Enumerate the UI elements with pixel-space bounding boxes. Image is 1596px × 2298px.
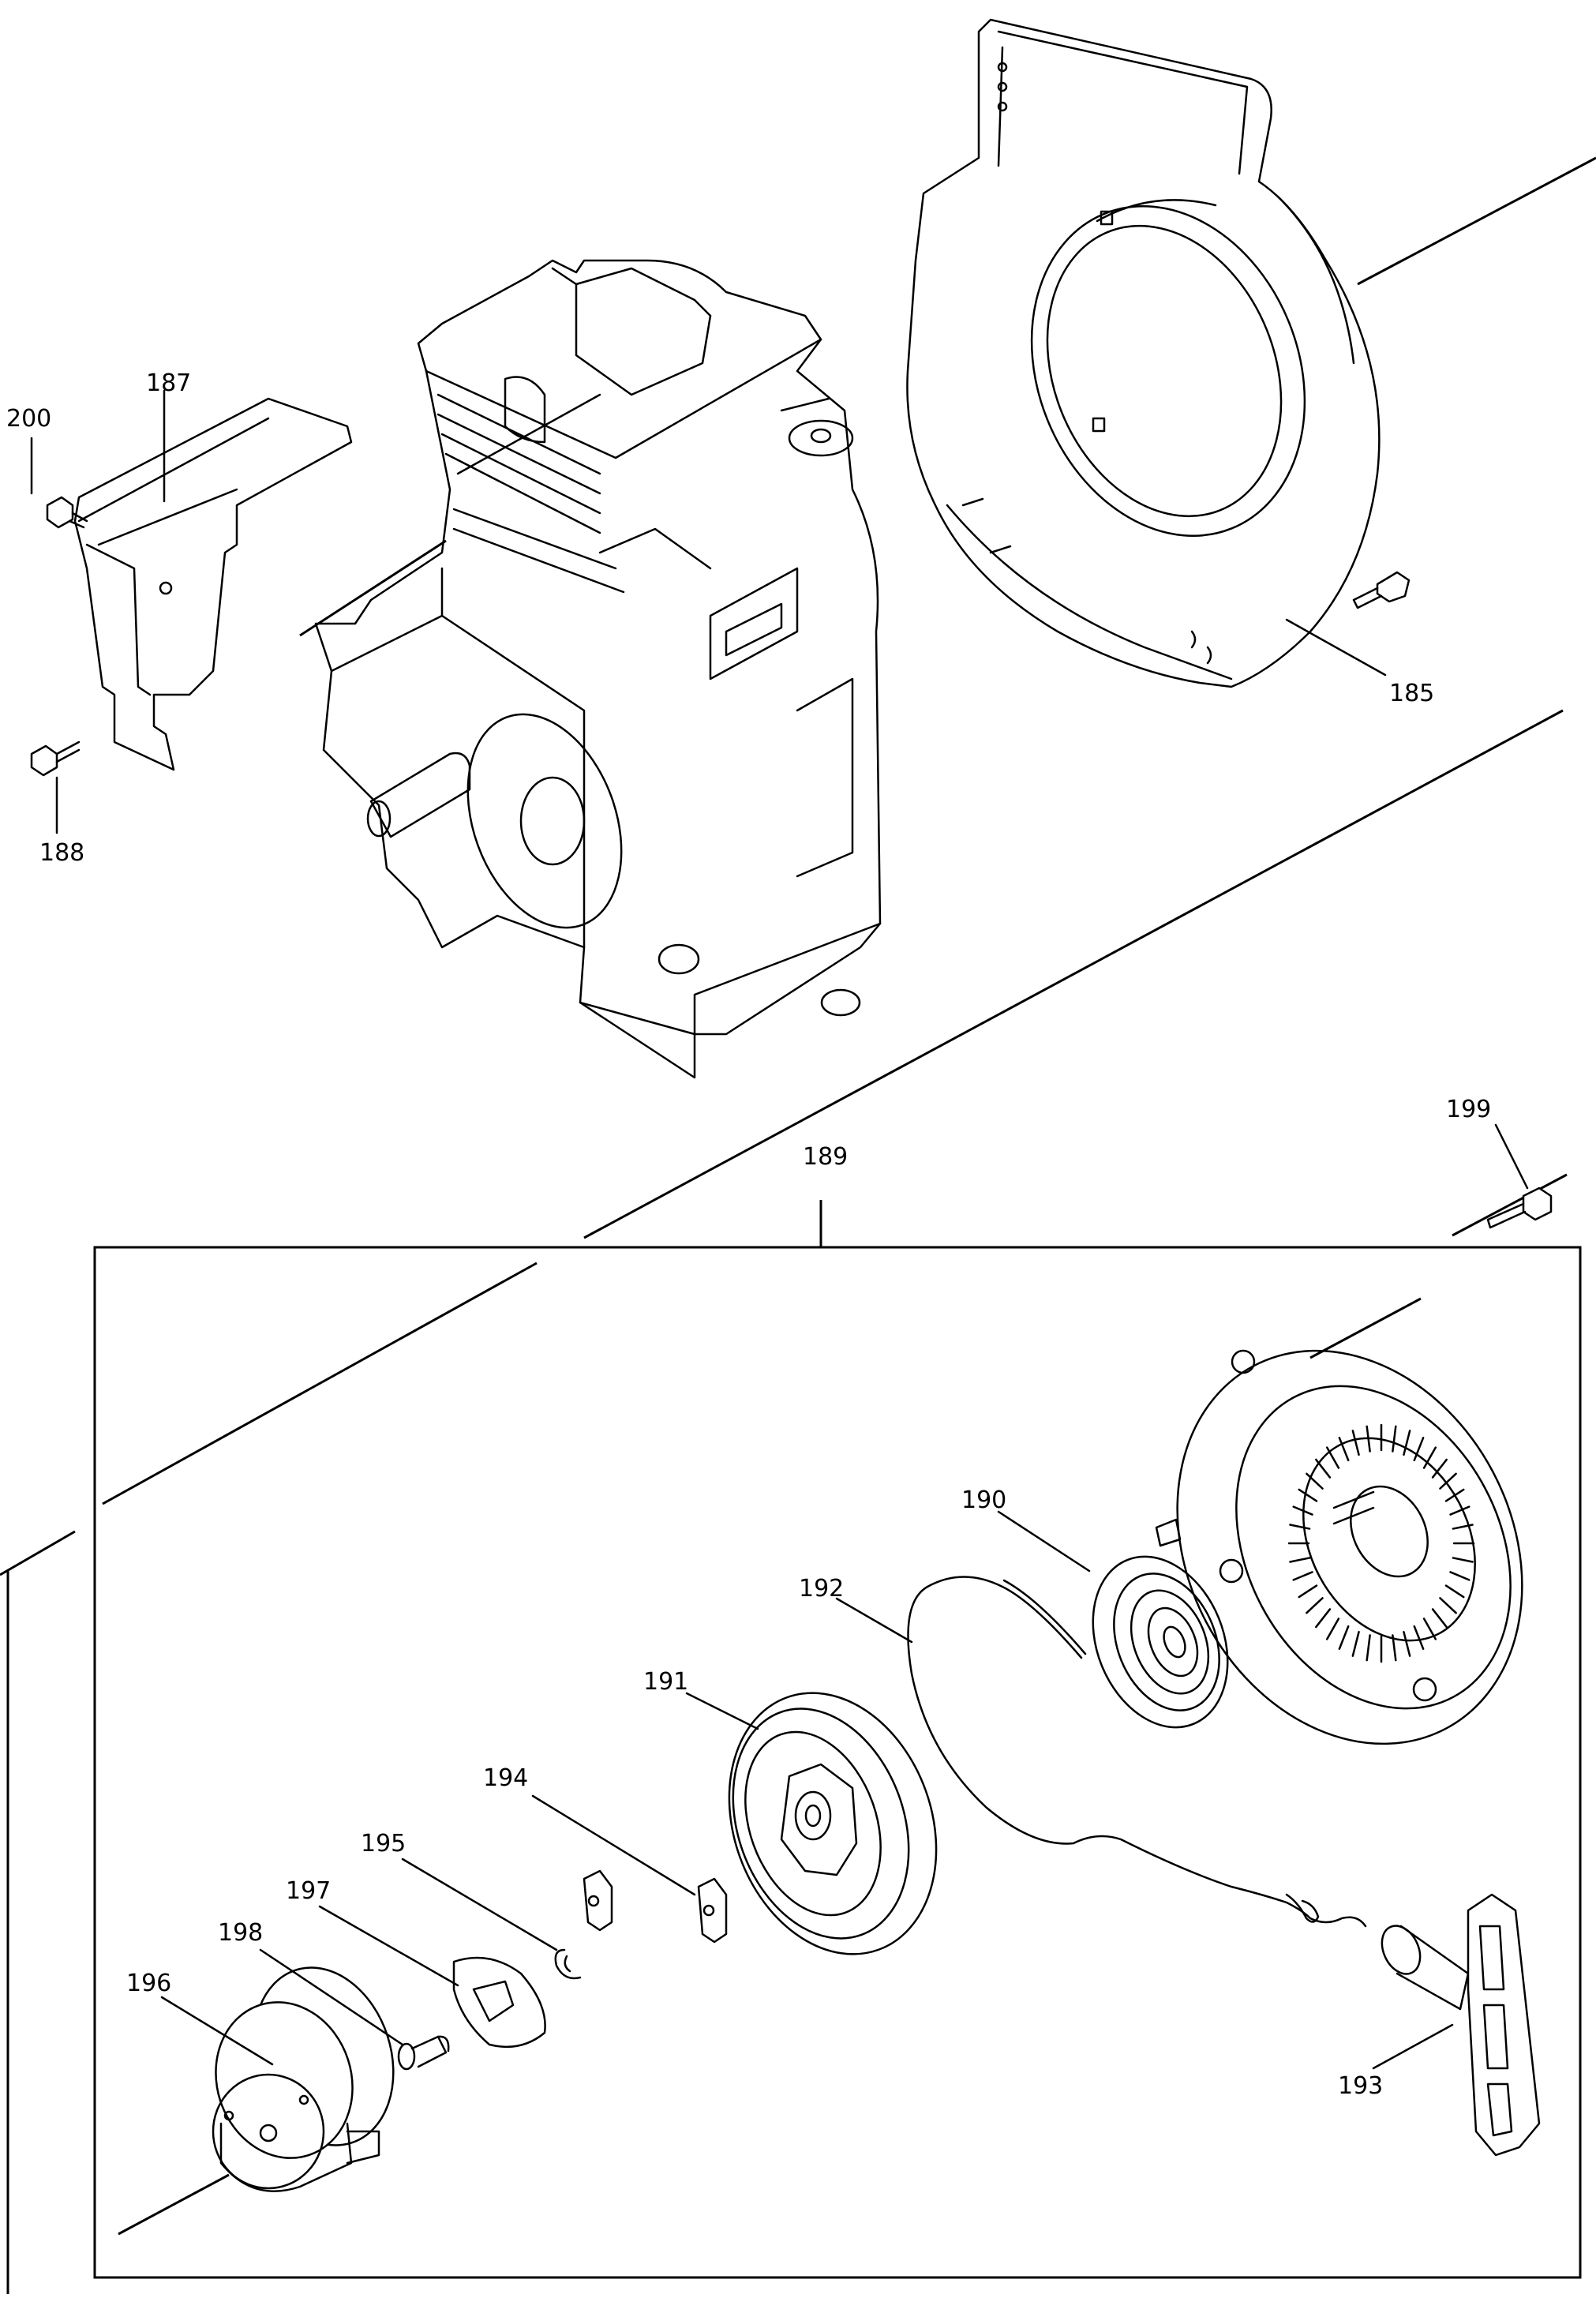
- label-198: 198: [218, 1919, 263, 1947]
- rope-reel: [728, 1692, 938, 1955]
- retaining-clip: [554, 1948, 582, 1980]
- vent-slot: [1392, 1425, 1397, 1453]
- label-190: 190: [961, 1486, 1006, 1514]
- fan-housing: [906, 18, 1381, 688]
- vent-slot: [1298, 1584, 1318, 1599]
- bolt-199: [1486, 1186, 1553, 1229]
- vent-slot: [1298, 1488, 1318, 1502]
- label-194: 194: [483, 1764, 528, 1792]
- label-195: 195: [361, 1830, 406, 1858]
- leader-190: [997, 1510, 1091, 1573]
- vent-slot: [1452, 1524, 1474, 1530]
- assembly-frame: [93, 1246, 1582, 2279]
- label-191: 191: [643, 1668, 688, 1696]
- label-192: 192: [799, 1575, 844, 1603]
- starter-rope: [907, 1576, 1367, 1928]
- bolt-200: [46, 496, 88, 529]
- vent-slot: [1366, 1634, 1371, 1662]
- leader-193: [1372, 2023, 1454, 2070]
- leader-194: [531, 1794, 696, 1896]
- vent-slot: [1306, 1597, 1324, 1614]
- label-185: 185: [1389, 680, 1434, 707]
- starter-case: [1176, 1349, 1523, 1745]
- recoil-cover-plate: [73, 397, 353, 771]
- vent-slot: [1431, 1608, 1448, 1629]
- ratchet-pawl-2: [583, 1869, 613, 1932]
- vent-slot: [1422, 1618, 1437, 1640]
- starter-pulley: [212, 1966, 395, 2192]
- label-193: 193: [1338, 2072, 1383, 2100]
- vent-slot: [1338, 1437, 1350, 1462]
- vent-slot: [1289, 1524, 1311, 1530]
- recoil-spring: [1092, 1518, 1229, 1729]
- ratchet-plate: [452, 1956, 546, 2049]
- leader-195: [401, 1858, 558, 1951]
- leader-198: [259, 1948, 404, 2046]
- vent-slot: [1422, 1446, 1437, 1469]
- bolt-188: [30, 740, 81, 777]
- vent-slot: [1444, 1584, 1465, 1599]
- vent-slot: [1292, 1505, 1313, 1516]
- projection-lines: [0, 156, 1596, 2294]
- vent-slot: [1289, 1557, 1311, 1563]
- leader-196: [160, 1996, 274, 2066]
- vent-slot: [1431, 1458, 1448, 1479]
- vent-slot: [1413, 1437, 1425, 1462]
- label-196: 196: [126, 1970, 171, 1997]
- leader-197: [318, 1905, 459, 1987]
- vent-slot: [1351, 1630, 1360, 1657]
- vent-slot: [1403, 1630, 1411, 1657]
- engine-block: [314, 259, 882, 1079]
- vent-slot: [1403, 1430, 1411, 1456]
- leader-191: [685, 1692, 759, 1730]
- bolt-185: [1352, 571, 1411, 609]
- vent-slot: [1338, 1625, 1350, 1650]
- vent-slot: [1306, 1472, 1324, 1490]
- label-188: 188: [39, 839, 84, 867]
- vent-slot: [1452, 1557, 1474, 1563]
- vent-slot: [1444, 1488, 1465, 1502]
- vent-slot: [1439, 1472, 1457, 1490]
- vent-slot: [1315, 1458, 1332, 1479]
- vent-slot: [1325, 1618, 1340, 1640]
- leader-199: [1494, 1123, 1529, 1190]
- vent-slot: [1292, 1571, 1313, 1581]
- starter-handle: [1381, 1893, 1541, 2157]
- vent-slot: [1366, 1425, 1371, 1453]
- vent-slot: [1439, 1597, 1457, 1614]
- vent-slot: [1392, 1634, 1397, 1662]
- ratchet-screw: [397, 2035, 450, 2071]
- label-197: 197: [286, 1877, 331, 1905]
- leader-192: [835, 1597, 913, 1644]
- leader-185: [1285, 618, 1387, 677]
- vent-slot: [1449, 1505, 1470, 1516]
- vent-slot: [1449, 1571, 1470, 1581]
- vent-slot: [1325, 1446, 1340, 1469]
- label-189: 189: [803, 1143, 848, 1171]
- label-187: 187: [146, 369, 191, 397]
- vent-slot: [1351, 1430, 1360, 1456]
- vent-slot: [1413, 1625, 1425, 1650]
- label-200: 200: [6, 405, 51, 433]
- vent-slot: [1315, 1608, 1332, 1629]
- ratchet-pawl: [697, 1877, 728, 1944]
- label-199: 199: [1446, 1096, 1491, 1123]
